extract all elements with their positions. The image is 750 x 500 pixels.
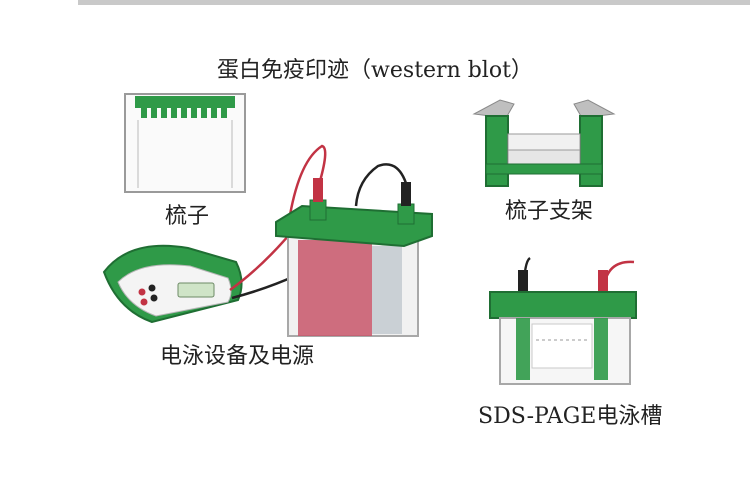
comb-illustration <box>124 93 246 193</box>
power-supply-illustration <box>102 244 243 324</box>
sds-page-tank-label: SDS-PAGE电泳槽 <box>478 404 663 429</box>
power-supply-label: 电泳设备及电源 <box>160 344 315 369</box>
comb-holder-label: 梳子支架 <box>505 199 594 224</box>
comb-holder-illustration <box>472 99 616 187</box>
top-divider <box>78 0 750 5</box>
electrophoresis-tank-illustration <box>275 178 433 337</box>
sds-page-tank-illustration <box>489 256 637 385</box>
comb-label: 梳子 <box>165 204 210 229</box>
page-title: 蛋白免疫印迹（western blot） <box>217 58 533 83</box>
